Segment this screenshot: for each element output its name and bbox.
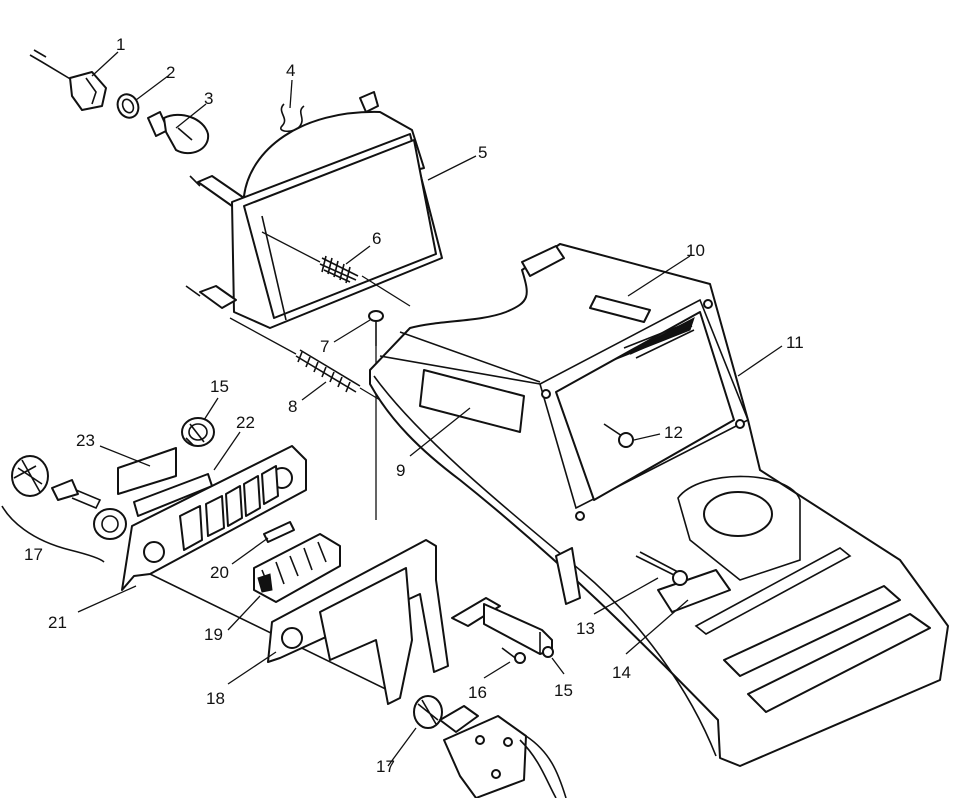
part-12-screw xyxy=(603,423,634,448)
callout-5: 5 xyxy=(478,143,487,162)
callout-18: 18 xyxy=(206,689,225,708)
callout-9: 9 xyxy=(396,461,405,480)
part-11-dash-panel xyxy=(369,243,949,767)
part-21-bracket xyxy=(121,445,401,697)
part-7-screw xyxy=(368,310,384,520)
callout-6: 6 xyxy=(372,229,381,248)
part-8-spring xyxy=(229,317,381,401)
part-10-decal xyxy=(589,295,651,323)
part-1-wire-connector xyxy=(29,49,107,111)
part-4-spring-clip xyxy=(280,103,305,133)
part-15-grommet-upper xyxy=(181,417,215,447)
callout-21: 21 xyxy=(48,613,67,632)
callout-14: 14 xyxy=(612,663,631,682)
callout-17-left: 17 xyxy=(24,545,43,564)
part-20-pin xyxy=(263,521,295,543)
callout-13: 13 xyxy=(576,619,595,638)
callout-2: 2 xyxy=(166,63,175,82)
callout-labels: 1 2 3 4 5 6 7 8 9 10 11 12 13 14 15 15 1… xyxy=(24,35,804,776)
part-2-bulb-socket xyxy=(116,93,140,119)
callout-22: 22 xyxy=(236,413,255,432)
callout-20: 20 xyxy=(210,563,229,582)
part-23-decal xyxy=(117,447,177,495)
part-6-spring xyxy=(261,231,411,307)
callout-7: 7 xyxy=(320,337,329,356)
part-13-screw xyxy=(635,551,688,586)
part-18-bracket xyxy=(267,539,449,705)
callout-3: 3 xyxy=(204,89,213,108)
callout-16: 16 xyxy=(468,683,487,702)
callout-15-upper: 15 xyxy=(210,377,229,396)
part-15-switch-lower xyxy=(451,597,554,658)
part-14-decal xyxy=(657,569,731,613)
part-3-bulb xyxy=(147,111,210,155)
part-16-screw xyxy=(501,647,526,664)
callout-8: 8 xyxy=(288,397,297,416)
callout-10: 10 xyxy=(686,241,705,260)
part-17-connector-lower xyxy=(413,695,567,798)
callout-4: 4 xyxy=(286,61,295,80)
callout-17-lower: 17 xyxy=(376,757,395,776)
callout-12: 12 xyxy=(664,423,683,442)
part-19-switch-block xyxy=(253,533,341,603)
callout-23: 23 xyxy=(76,431,95,450)
part-5-headlight-housing xyxy=(185,91,443,329)
callout-19: 19 xyxy=(204,625,223,644)
part-9-decal xyxy=(419,369,525,433)
callout-1: 1 xyxy=(116,35,125,54)
part-17-ignition-switch-left xyxy=(1,455,127,563)
callout-15-lower: 15 xyxy=(554,681,573,700)
callout-11: 11 xyxy=(786,333,804,352)
leader-lines xyxy=(77,51,783,767)
